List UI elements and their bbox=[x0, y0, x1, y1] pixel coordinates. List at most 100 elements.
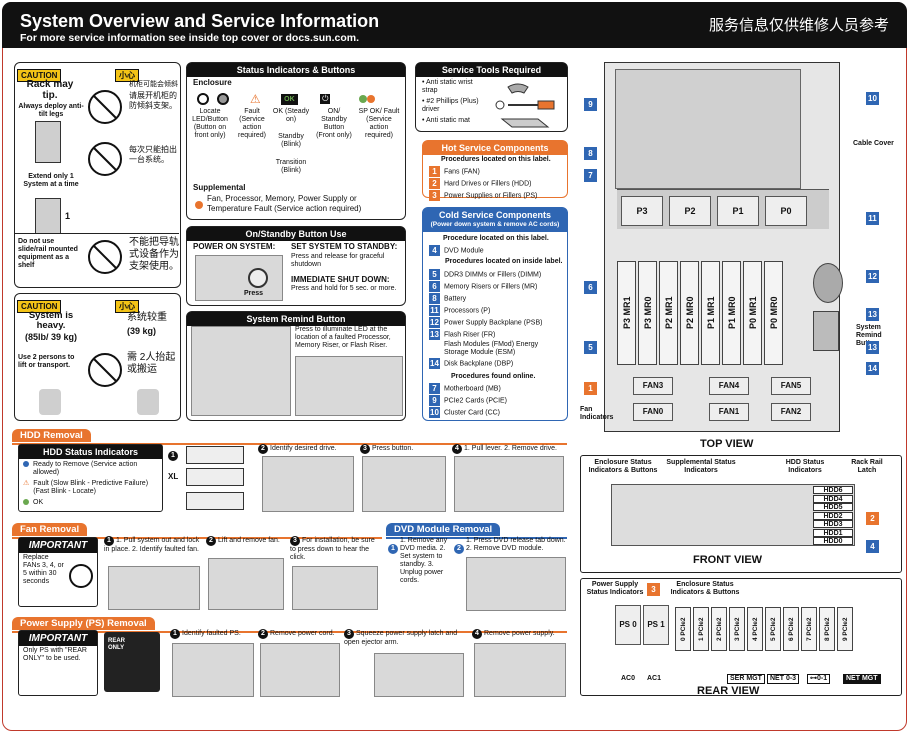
power-on-label: POWER ON SYSTEM: bbox=[193, 242, 276, 251]
fan-indicators-label: Fan Indicators bbox=[580, 406, 614, 421]
no-shelf-icon bbox=[88, 240, 122, 274]
fault-icon: ⚠ bbox=[249, 92, 261, 106]
set-standby-text: Press and release for graceful shutdown bbox=[291, 253, 385, 268]
immediate-label: IMMEDIATE SHUT DOWN: bbox=[291, 275, 390, 284]
cable-cover-label: Cable Cover bbox=[853, 140, 894, 147]
callout-marker: 12 bbox=[866, 270, 879, 283]
fault-icon: ⚠ bbox=[23, 480, 30, 487]
remind-title: System Remind Button bbox=[187, 312, 405, 326]
rear-view-panel: Power Supply Status Indicators 3 Enclosu… bbox=[580, 578, 902, 697]
pcie-slot: 2 PCIe2 bbox=[711, 607, 727, 651]
fan-important-box: IMPORTANT Replace FANs 3, 4, or 5 within… bbox=[18, 537, 98, 607]
remind-board-photo bbox=[295, 356, 403, 416]
front-view-label: FRONT VIEW bbox=[693, 554, 763, 566]
hdd-photo bbox=[362, 456, 446, 512]
ok-icon: OK bbox=[281, 93, 298, 105]
ser-mgt-port: SER MGT bbox=[727, 674, 765, 684]
sp-ok-icon bbox=[358, 90, 375, 107]
cold-note-3: Procedures found online. bbox=[451, 373, 536, 380]
hdd-status-row: ⚠Fault (Slow Blink - Predictive Failure)… bbox=[23, 480, 149, 495]
supplemental-label: Supplemental bbox=[193, 183, 246, 192]
xl-label: XL bbox=[168, 472, 179, 481]
rear-enclosure-status-label: Enclosure Status Indicators & Buttons bbox=[670, 581, 740, 596]
divider bbox=[15, 233, 179, 234]
memory-riser: P0 MR0 bbox=[764, 261, 783, 365]
fan-slot: FAN0 bbox=[633, 403, 673, 421]
callout-marker: 13 bbox=[866, 308, 879, 321]
ok-label: OK (Steady on) bbox=[272, 108, 310, 123]
hdd-drive-check bbox=[186, 446, 244, 464]
one-system-number: 1 bbox=[65, 211, 71, 221]
ps-photo bbox=[474, 643, 566, 697]
hdd-removal-section: HDD Removal bbox=[12, 425, 567, 445]
locate-icon bbox=[197, 93, 209, 105]
status-indicators-panel: Status Indicators & Buttons Enclosure ⚠ … bbox=[186, 62, 406, 220]
page-subtitle: For more service information see inside … bbox=[20, 32, 360, 44]
tool-item: • Anti static wrist strap bbox=[422, 79, 473, 94]
processor-slot: P1 bbox=[717, 196, 759, 226]
fan-important-text: Replace FANs 3, 4, or 5 within 30 second… bbox=[23, 554, 64, 585]
locate-label: Locate LED/Button (Button on front only) bbox=[192, 108, 228, 139]
cold-title: Cold Service Components(Power down syste… bbox=[423, 208, 567, 232]
status-title: Status Indicators & Buttons bbox=[187, 63, 405, 77]
ps-photo bbox=[172, 643, 254, 697]
weight-text: (85lb/ 39 kg) bbox=[24, 332, 78, 342]
power-button-photo: Press bbox=[195, 255, 283, 301]
pcie-slot: 7 PCIe2 bbox=[801, 607, 817, 651]
hdd-status-row: Ready to Remove (Service action allowed) bbox=[23, 461, 161, 477]
memory-riser: P3 MR1 bbox=[617, 261, 636, 365]
pcie-slot: 8 PCIe2 bbox=[819, 607, 835, 651]
cn-two-persons: 需 2人抬起或搬运 bbox=[127, 352, 176, 375]
hot-note: Procedures located on this label. bbox=[441, 156, 551, 163]
net-0-3-port: NET 0-3 bbox=[767, 674, 800, 684]
hdd-drive-no bbox=[186, 492, 244, 510]
dvd-removal-section: DVD Module Removal bbox=[386, 519, 567, 539]
important-label: IMPORTANT bbox=[19, 631, 97, 646]
ps-important-text: Only PS with "REAR ONLY" to be used. bbox=[23, 647, 87, 662]
hdd-tab: HDD Removal bbox=[12, 429, 91, 442]
fan-slot: FAN3 bbox=[633, 377, 673, 395]
supplemental-fault-icon bbox=[195, 200, 203, 209]
callout-marker: 8 bbox=[584, 147, 597, 160]
rack-extend-illustration bbox=[35, 198, 61, 234]
fan-photo bbox=[108, 566, 200, 610]
cold-note-2: Procedures located on inside label. bbox=[445, 258, 563, 265]
page-title: System Overview and Service Information bbox=[20, 11, 380, 31]
fan-slot: FAN4 bbox=[709, 377, 749, 395]
hdd-bay: HDD2 bbox=[813, 511, 853, 520]
fan-photo bbox=[292, 566, 378, 610]
no-single-lift-icon bbox=[88, 353, 122, 387]
hot-title: Hot Service Components bbox=[423, 141, 567, 155]
callout-marker: 10 bbox=[866, 92, 879, 105]
power-icon: ⏻ bbox=[320, 94, 331, 104]
callout-marker: 1 bbox=[584, 382, 597, 395]
tools-title: Service Tools Required bbox=[416, 63, 567, 77]
onstandby-title: On/Standby Button Use bbox=[187, 227, 405, 241]
extend-one-text: Extend only 1 System at a time bbox=[23, 173, 79, 188]
cn-anti-tilt: 请展开机柜的防倾斜支架。 bbox=[129, 91, 177, 110]
caution-label: CAUTION bbox=[17, 69, 62, 82]
memory-riser: P2 MR0 bbox=[680, 261, 699, 365]
important-label: IMPORTANT bbox=[19, 538, 97, 553]
hdd-status-label: HDD Status Indicators bbox=[785, 459, 825, 474]
caution-rack-tip-panel: CAUTION 小心 Rack may tip. Always deploy a… bbox=[14, 62, 181, 288]
ready-remove-icon bbox=[23, 461, 29, 477]
no-tilt-icon bbox=[88, 90, 122, 176]
memory-riser: P3 MR0 bbox=[638, 261, 657, 365]
cn-no-shelf: 不能把导轨式设备作为支架使用。 bbox=[129, 237, 179, 272]
fan-slot: FAN1 bbox=[709, 403, 749, 421]
